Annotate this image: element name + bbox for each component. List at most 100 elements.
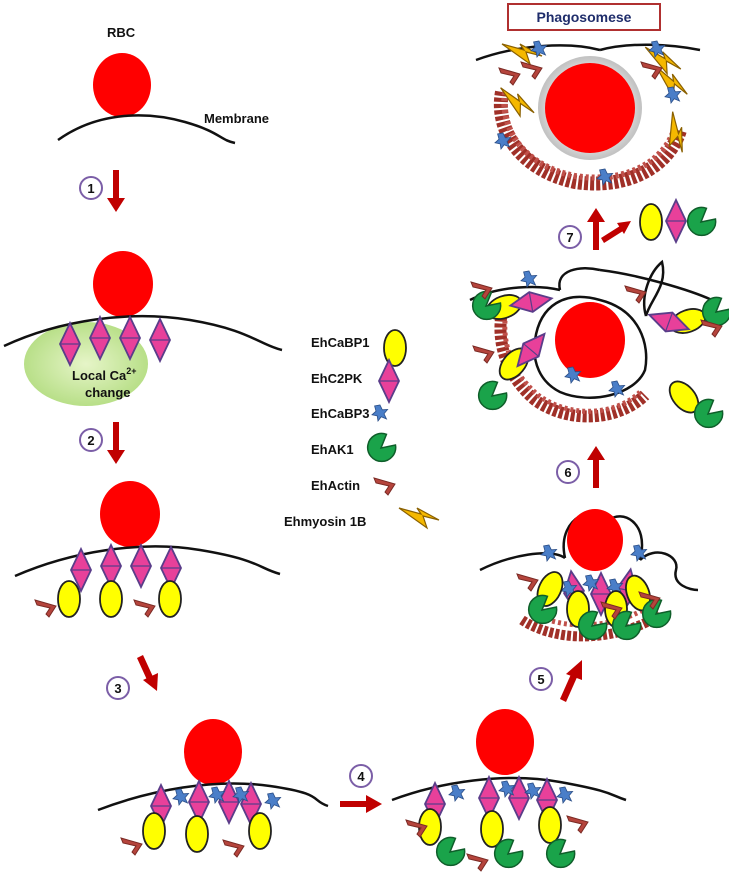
step-1-arrow	[107, 170, 125, 212]
svg-text:2: 2	[87, 433, 94, 448]
legend-label-ehcabp1: EhCaBP1	[311, 335, 370, 350]
legend-label-ehmyosin: Ehmyosin 1B	[284, 514, 366, 529]
rbc	[93, 53, 151, 117]
rbc	[93, 251, 153, 317]
red-chevron-icon	[373, 477, 396, 496]
ehcabp3-marker	[556, 786, 573, 804]
rbc	[476, 709, 534, 775]
rbc	[545, 63, 635, 153]
svg-text:3: 3	[114, 681, 121, 696]
calcium-zone	[24, 322, 148, 406]
step-2-arrow	[107, 422, 125, 464]
ehc2pk-marker	[218, 780, 240, 824]
step-7-marker: 7	[558, 225, 582, 249]
blue-star-icon	[371, 404, 389, 422]
ehactin-marker	[472, 345, 495, 364]
step-5-arrow	[560, 660, 582, 702]
membrane	[97, 782, 329, 812]
ehcabp1-marker	[248, 812, 272, 850]
membrane	[643, 259, 665, 317]
actin-band	[501, 91, 677, 181]
svg-text:1: 1	[87, 181, 94, 196]
ehcabp1-marker	[158, 580, 182, 618]
rbc-label: RBC	[107, 25, 136, 40]
ehactin-marker	[520, 61, 543, 80]
rbc	[567, 509, 623, 571]
actin-band	[493, 90, 687, 191]
ehactin-marker	[624, 285, 647, 304]
step-6-arrow	[587, 446, 605, 488]
phagosome-title: Phagosomese	[537, 9, 632, 25]
rbc	[184, 719, 242, 785]
membrane	[639, 551, 699, 592]
ehcabp3-marker	[264, 792, 282, 810]
ehcabp1-marker	[57, 580, 81, 618]
step-7-arrow-up	[587, 208, 605, 250]
ehcabp3-marker	[172, 788, 190, 806]
membrane	[14, 545, 281, 578]
actin-band	[494, 298, 650, 423]
local-ca-label: Local Ca2+	[72, 366, 136, 383]
membrane	[533, 295, 648, 399]
svg-text:7: 7	[566, 230, 573, 245]
ehactin-marker	[498, 67, 521, 86]
green-pacman-icon	[361, 428, 401, 468]
ehactin-marker	[120, 837, 143, 856]
step-3-arrow	[137, 655, 158, 691]
ehcabp3-marker	[630, 544, 647, 562]
membrane-label: Membrane	[204, 111, 269, 126]
legend-label-ehcabp3: EhCaBP3	[311, 406, 370, 421]
ehc2pk-marker	[508, 776, 530, 820]
step-4-arrow	[340, 795, 382, 813]
step-7-arrow-release	[601, 221, 631, 243]
ehak1-marker	[472, 376, 512, 416]
actin-band	[502, 302, 642, 414]
membrane	[3, 314, 283, 352]
ehactin-marker	[222, 839, 245, 858]
step-6-marker: 6	[556, 460, 580, 484]
rbc	[100, 481, 160, 547]
yellow-oval-icon	[383, 329, 407, 367]
ehactin-marker	[566, 815, 589, 834]
ehcabp1-marker	[480, 810, 504, 848]
svg-text:4: 4	[357, 769, 365, 784]
orange-bolt-icon	[398, 507, 440, 529]
rbc	[555, 302, 625, 378]
membrane	[599, 43, 701, 52]
legend-label-ehc2pk: EhC2PK	[311, 371, 363, 386]
phagosome-title-box	[507, 3, 661, 31]
step-3-marker: 3	[106, 676, 130, 700]
ehcabp1-marker	[185, 815, 209, 853]
step-2-marker: 2	[79, 428, 103, 452]
ehcabp3-marker	[664, 86, 681, 104]
membrane	[57, 114, 236, 145]
ehcabp1-marker	[99, 580, 123, 618]
ehcabp3-marker	[530, 40, 547, 58]
ehcabp3-marker	[498, 780, 515, 798]
ehc2pk-marker	[149, 318, 171, 362]
step-4-marker: 4	[349, 764, 373, 788]
ehactin-marker	[34, 599, 57, 618]
ehcabp1-marker	[142, 812, 166, 850]
membrane	[391, 776, 627, 802]
released-ehak1	[681, 202, 721, 242]
membrane	[558, 266, 601, 291]
ehactin-marker	[133, 599, 156, 618]
ehcabp3-marker	[520, 270, 537, 288]
ehcabp3-marker	[448, 784, 466, 802]
svg-text:6: 6	[564, 465, 571, 480]
change-label: change	[85, 385, 131, 400]
svg-text:5: 5	[537, 672, 544, 687]
legend-label-ehak1: EhAK1	[311, 442, 354, 457]
released-ehc2pk	[665, 199, 687, 243]
step-5-marker: 5	[529, 667, 553, 691]
ehcabp1-marker	[538, 806, 562, 844]
legend: EhCaBP1 EhC2PK EhCaBP3 EhAK1 EhActin Ehm…	[284, 329, 440, 529]
legend-label-ehactin: EhActin	[311, 478, 360, 493]
released-ehcabp1	[639, 203, 663, 241]
ehc2pk-marker	[130, 544, 152, 588]
ehactin-marker	[516, 573, 539, 592]
membrane	[479, 552, 566, 572]
